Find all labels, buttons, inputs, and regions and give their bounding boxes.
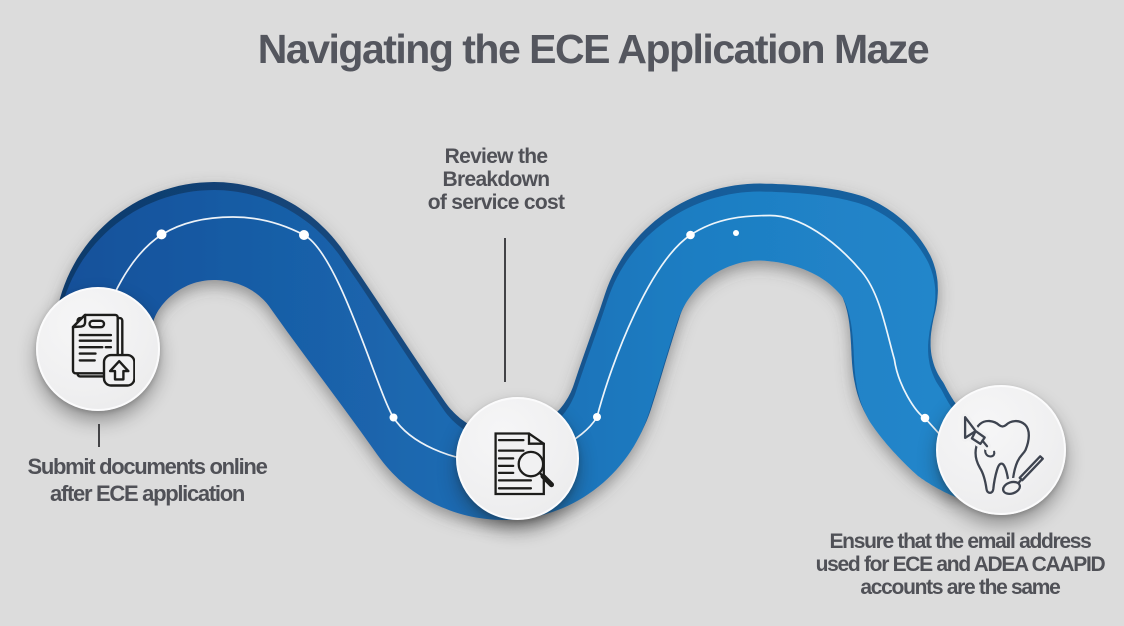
- step-label-submit: Submit documents online after ECE applic…: [27, 453, 268, 507]
- step-label-line: Breakdown: [442, 168, 551, 191]
- road-milestone-dot: [156, 229, 167, 240]
- milestone-circle-review: [455, 396, 579, 520]
- road-milestone-dot: [299, 230, 309, 240]
- step-label-line: Submit documents online: [27, 454, 268, 479]
- tooth-dental-icon: [961, 413, 1047, 498]
- dental-probe: [961, 413, 991, 451]
- step-label-line: accounts are the same: [860, 576, 1060, 599]
- review-document-icon: [494, 432, 554, 496]
- road-milestone-dot: [593, 413, 601, 421]
- milestone-circle-email: [936, 384, 1066, 515]
- dental-mirror: [999, 452, 1047, 498]
- step-label-email: Ensure that the email address used for E…: [815, 530, 1106, 599]
- road-milestone-dot: [686, 230, 695, 240]
- tooth-crack: [984, 447, 996, 458]
- connector-line-review: [504, 238, 506, 382]
- step-label-line: after ECE application: [50, 481, 245, 506]
- connector-line-submit: [97, 424, 100, 447]
- upload-documents-icon: [71, 313, 135, 387]
- step-label-line: used for ECE and ADEA CAAPID: [815, 553, 1106, 576]
- road-light-layer: [58, 190, 984, 520]
- milestone-circle-submit: [36, 287, 160, 411]
- step-label-line: Review the: [444, 145, 548, 168]
- step-label-line: of service cost: [427, 191, 565, 214]
- step-label-review: Review the Breakdown of service cost: [428, 145, 565, 214]
- road-milestone-dot: [733, 230, 739, 236]
- road-center-line: [97, 214, 953, 463]
- road-milestone-dot: [389, 413, 398, 422]
- road-milestone-dot: [920, 413, 930, 423]
- step-label-line: Ensure that the email address: [829, 530, 1091, 553]
- page-title: Navigating the ECE Application Maze: [257, 26, 930, 72]
